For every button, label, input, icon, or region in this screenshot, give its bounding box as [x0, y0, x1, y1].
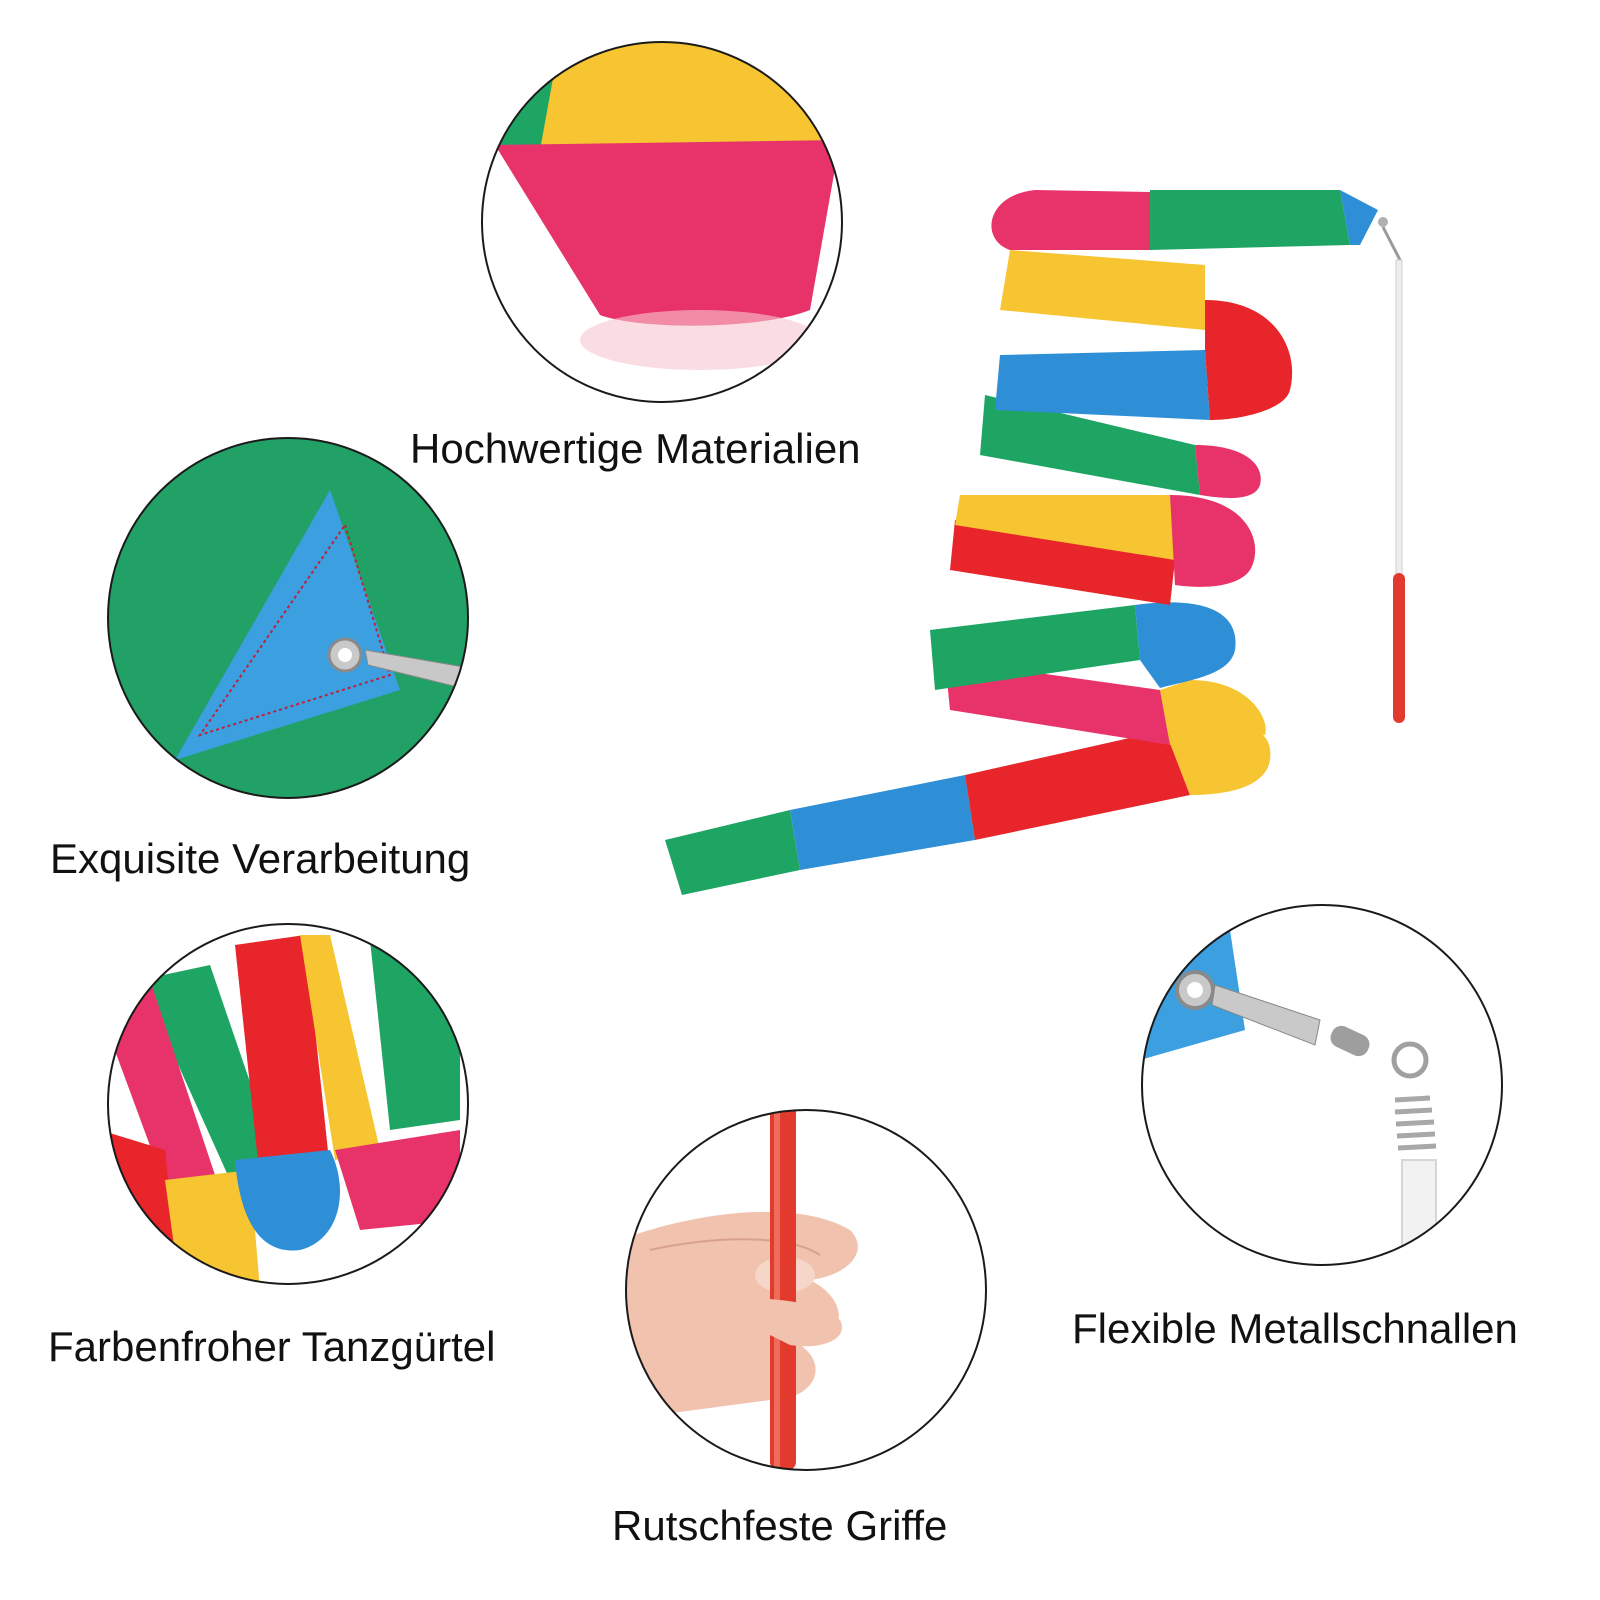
- caption-clasps: Flexible Metallschnallen: [1072, 1305, 1518, 1352]
- detail-circle-belt: [107, 923, 469, 1285]
- caption-belt: Farbenfroher Tanzgürtel: [48, 1323, 496, 1370]
- ribbon: [665, 190, 1378, 895]
- caption-grips: Rutschfeste Griffe: [612, 1502, 948, 1549]
- caption-workmanship: Exquisite Verarbeitung: [50, 835, 471, 882]
- detail-circle-grips: [625, 1109, 987, 1471]
- detail-circle-workmanship: [107, 437, 469, 799]
- detail-circle-materials: [481, 41, 843, 403]
- ribbon-stick-main-image: [665, 190, 1405, 895]
- stick: [1378, 217, 1405, 723]
- caption-materials: Hochwertige Materialien: [410, 425, 861, 472]
- detail-circle-clasps: [1141, 904, 1503, 1266]
